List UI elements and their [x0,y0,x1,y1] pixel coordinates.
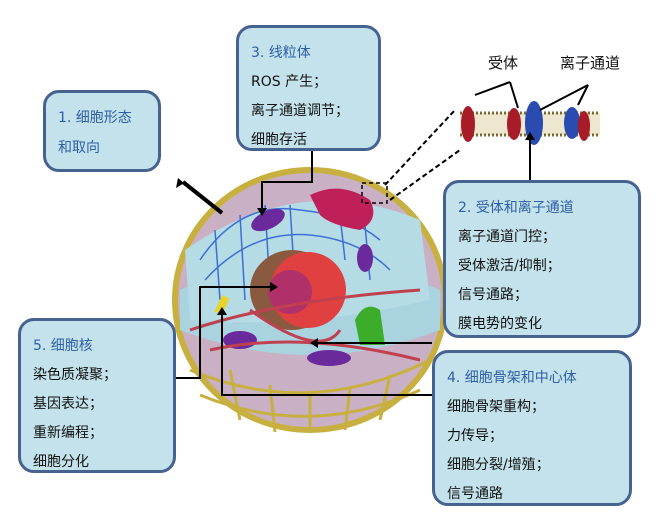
ion-channel-label: 离子通道 [560,54,621,72]
box-line: 离子通道门控； [458,229,556,245]
box-line: 膜电势的变化 [458,316,542,332]
box-line: 力传导； [447,428,503,444]
box-line: 细胞存活 [251,132,307,148]
box-title: 2. 受体和离子通道 [458,200,574,216]
box-receptors-channels: 2. 受体和离子通道 离子通道门控； 受体激活/抑制； 信号通路； 膜电势的变化 [443,180,641,338]
box-title: 3. 线粒体 [251,45,311,61]
box-line: 细胞分裂/增殖； [447,457,550,473]
box-title: 4. 细胞骨架和中心体 [447,370,577,386]
receptor-label: 受体 [488,54,519,72]
box-line: 染色质凝聚； [33,367,117,383]
box-line: 基因表达； [33,396,103,412]
box-line: 信号通路 [447,486,503,502]
box-line: 和取向 [58,140,100,156]
box-title: 1. 细胞形态 [58,110,132,126]
box-line: 重新编程； [33,425,103,441]
membrane-inset [460,81,600,145]
box-line: ROS 产生； [251,74,328,90]
box-line: 细胞骨架重构； [447,399,545,415]
box-line: 受体激活/抑制； [458,258,561,274]
box-cell-morphology: 1. 细胞形态 和取向 [43,90,161,172]
box-line: 离子通道调节； [251,103,349,119]
box-nucleus: 5. 细胞核 染色质凝聚； 基因表达； 重新编程； 细胞分化 [18,318,176,473]
box-cytoskeleton: 4. 细胞骨架和中心体 细胞骨架重构； 力传导； 细胞分裂/增殖； 信号通路 [432,350,632,506]
box-line: 信号通路； [458,287,528,303]
box-line: 细胞分化 [33,454,89,470]
box-mitochondria: 3. 线粒体 ROS 产生； 离子通道调节； 细胞存活 [236,25,381,151]
box-title: 5. 细胞核 [33,338,93,354]
